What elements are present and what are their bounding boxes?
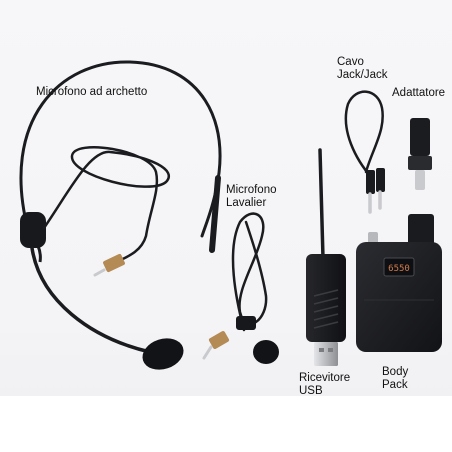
jack-cable [344, 90, 385, 214]
lavalier-clip [236, 316, 256, 330]
label-bodypack-line2: Pack [382, 379, 408, 391]
receiver-body [306, 254, 346, 342]
label-lavalier-line1: Microfono [226, 184, 277, 196]
headset-plug [103, 253, 125, 273]
lavalier-microphone [202, 175, 279, 364]
headset-windscreen [142, 338, 184, 370]
lavalier-foam [253, 340, 279, 364]
bodypack-display-digits: 6550 [388, 264, 410, 274]
adapter-body [410, 118, 430, 156]
jack-cable-plug-2 [376, 168, 385, 192]
body-pack: 6550 [356, 214, 442, 352]
label-cable-line1: Cavo [337, 56, 364, 68]
bodypack-display [383, 257, 415, 277]
label-receiver-line1: Ricevitore [299, 372, 351, 384]
label-bodypack-line1: Body [382, 366, 409, 378]
bodypack-body [356, 242, 442, 352]
adapter-tip [415, 170, 425, 190]
lavalier-cable [231, 212, 268, 332]
label-lavalier-line2: Lavalier [226, 197, 267, 209]
jack-cable-wire [344, 90, 384, 180]
jack-cable-plug-1 [366, 170, 375, 194]
label-cable-line2: Jack/Jack [337, 69, 388, 81]
floor-edge [0, 396, 452, 452]
receiver-usb-plug [314, 342, 338, 366]
lavalier-stick [209, 175, 221, 253]
label-receiver-line2: USB [299, 385, 323, 397]
label-adapter: Adattatore [392, 87, 446, 99]
headset-cable [42, 146, 170, 264]
headset-ear-clip [20, 212, 46, 248]
usb-receiver [306, 148, 346, 366]
headset-microphone [19, 60, 222, 370]
lavalier-plug [208, 331, 230, 349]
label-headset-microphone: Microfono ad archetto [36, 86, 148, 98]
jack-adapter [408, 118, 432, 190]
headset-boom [30, 246, 152, 354]
receiver-antenna [318, 148, 325, 260]
